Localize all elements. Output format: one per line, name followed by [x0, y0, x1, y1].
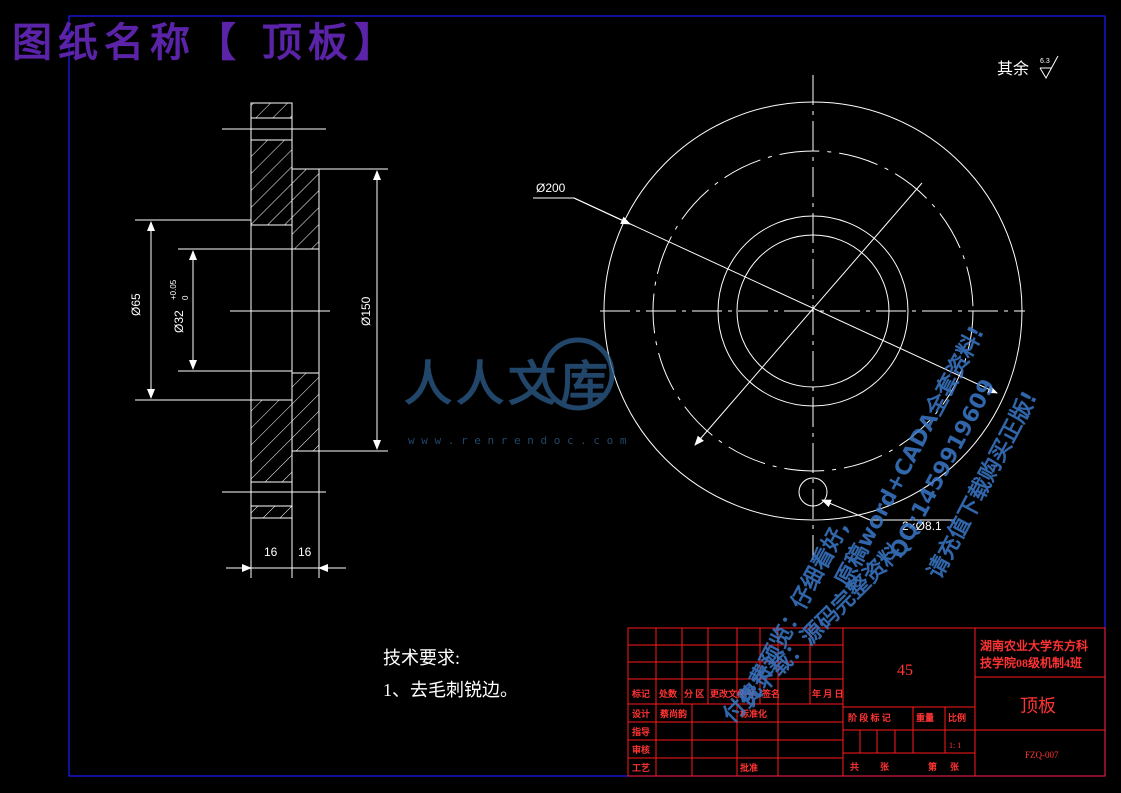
- tech-requirements: 技术要求: 1、去毛刺锐边。: [383, 648, 518, 700]
- tb-sheet-unit2: 张: [950, 761, 960, 772]
- dim-thickness-1: 16: [264, 545, 278, 559]
- tech-item-1: 1、去毛刺锐边。: [383, 680, 518, 700]
- watermark-url: w w w . r e n r e n d o c . c o m: [408, 434, 627, 447]
- tb-approve-label: 批准: [740, 762, 758, 773]
- dim-phi65: Ø65: [129, 293, 143, 316]
- dim-thickness-2: 16: [298, 545, 312, 559]
- tb-sheet-total: 共: [850, 761, 859, 772]
- tb-school-line1: 湖南农业大学东方科: [980, 638, 1088, 653]
- tb-school-line2: 技学院08级机制4班: [980, 655, 1082, 670]
- tb-review-label: 审核: [632, 744, 650, 755]
- plan-view: [533, 75, 1025, 560]
- title-block: [627, 627, 1106, 777]
- roughness-symbol-icon: [1039, 55, 1059, 80]
- tb-check-label: 指导: [632, 726, 650, 737]
- watermark-logo-text: 人人文库: [404, 356, 612, 412]
- tb-stage-label-1: 阶 段 标 记: [848, 712, 891, 723]
- dim-holes: 2×Ø8.1: [902, 519, 942, 533]
- plan-dim-labels: Ø200 2×Ø8.1: [536, 181, 942, 533]
- tb-designer: 蔡尚韵: [659, 708, 687, 719]
- tb-row-label-5: 签名: [761, 688, 780, 699]
- tb-sheet-unit: 张: [880, 761, 890, 772]
- dim-phi150: Ø150: [359, 296, 373, 326]
- title-block-text: 45 湖南农业大学东方科 技学院08级机制4班 顶板 FZQ-007 1: 1 …: [631, 638, 1088, 773]
- drawing-frame: [68, 15, 1106, 777]
- dim-phi32-tol: +0.05: [169, 279, 178, 300]
- tb-row-label-4: 更改文件号: [710, 688, 755, 699]
- tb-std-label: 标准化: [739, 708, 767, 719]
- section-view: [135, 102, 388, 578]
- tb-part-name: 顶板: [1020, 696, 1056, 716]
- surface-roughness-note: 其余 6.3: [997, 55, 1059, 80]
- tb-stage-label-2: 重量: [916, 712, 934, 723]
- tb-material: 45: [897, 662, 913, 679]
- tb-row-label-3: 分 区: [684, 688, 704, 699]
- watermark-logo: 人人文库 w w w . r e n r e n d o c . c o m: [404, 337, 627, 447]
- tb-scale: 1: 1: [949, 741, 961, 750]
- tb-row-label-1: 标记: [631, 688, 650, 699]
- dim-phi32: Ø32: [172, 310, 186, 333]
- section-dim-labels: Ø65 Ø32 +0.05 0 Ø150 16 16: [129, 279, 373, 559]
- tb-sheet-no: 第: [928, 761, 937, 772]
- tb-design-label: 设计: [632, 708, 650, 719]
- tech-heading: 技术要求:: [383, 648, 460, 668]
- tb-row-label-6: 年 月 日: [812, 688, 844, 699]
- tb-process-label: 工艺: [632, 762, 650, 773]
- dim-phi32-tol2: 0: [181, 295, 190, 300]
- surface-note-label: 其余: [997, 59, 1029, 78]
- roughness-value: 6.3: [1040, 58, 1050, 65]
- tb-drawing-no: FZQ-007: [1025, 750, 1059, 760]
- tb-row-label-2: 处数: [658, 688, 678, 699]
- dim-phi200: Ø200: [536, 181, 566, 195]
- tb-stage-label-3: 比例: [948, 712, 966, 723]
- drawing-title-banner: 图纸名称【 顶板】: [12, 19, 400, 66]
